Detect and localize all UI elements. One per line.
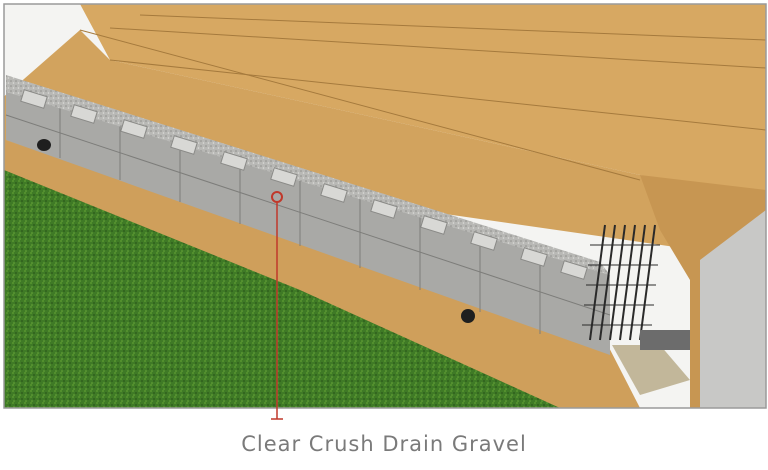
image-frame: [3, 3, 767, 409]
terrace-line: [139, 14, 766, 41]
terrace-line: [109, 27, 766, 69]
drain-pipe-outlet: [461, 309, 475, 323]
grass-area: [4, 170, 560, 408]
drain-gravel-strip: [6, 75, 610, 275]
footing-gravel: [612, 345, 690, 395]
block-joints: [5, 107, 611, 334]
terrace-line: [109, 59, 766, 131]
concrete-side-wall: [700, 210, 766, 408]
footing-block: [640, 330, 690, 350]
upper-soil-terrace: [80, 4, 766, 200]
geogrid-reinforcement: [589, 224, 656, 341]
middle-soil-terrace: [4, 30, 766, 260]
geogrid-cross: [582, 244, 660, 326]
block-wall-face: [6, 90, 610, 355]
drain-pipe-outlet: [37, 139, 51, 151]
terrace-line: [79, 29, 641, 181]
callout-label: Clear Crush Drain Gravel: [241, 432, 527, 456]
block-cores: [20, 89, 588, 280]
scene: [4, 4, 766, 408]
